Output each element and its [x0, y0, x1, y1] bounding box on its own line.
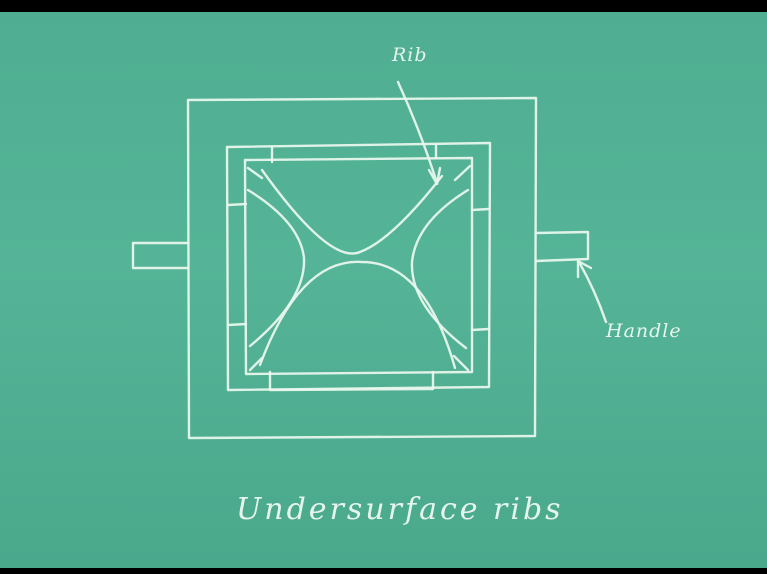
- rib-left: [246, 188, 306, 348]
- chalkboard: [0, 12, 767, 568]
- rib-label: Rib: [392, 44, 428, 66]
- rib-arrow: [396, 80, 442, 186]
- top-ledge: [270, 143, 438, 164]
- left-handle: [131, 241, 190, 270]
- side-ticks: [226, 202, 491, 332]
- rib-corners: [246, 164, 472, 372]
- diagram-caption: Undersurface ribs: [236, 492, 564, 527]
- rib-bottom: [258, 260, 457, 370]
- rib-right: [410, 188, 470, 350]
- bottom-ledge: [268, 370, 435, 392]
- rib-top: [260, 168, 444, 255]
- outer-frame: [186, 96, 538, 440]
- right-handle: [534, 230, 590, 263]
- handle-label: Handle: [606, 320, 682, 342]
- handle-arrow: [576, 259, 608, 324]
- middle-frame: [225, 141, 492, 392]
- inner-frame: [243, 156, 474, 376]
